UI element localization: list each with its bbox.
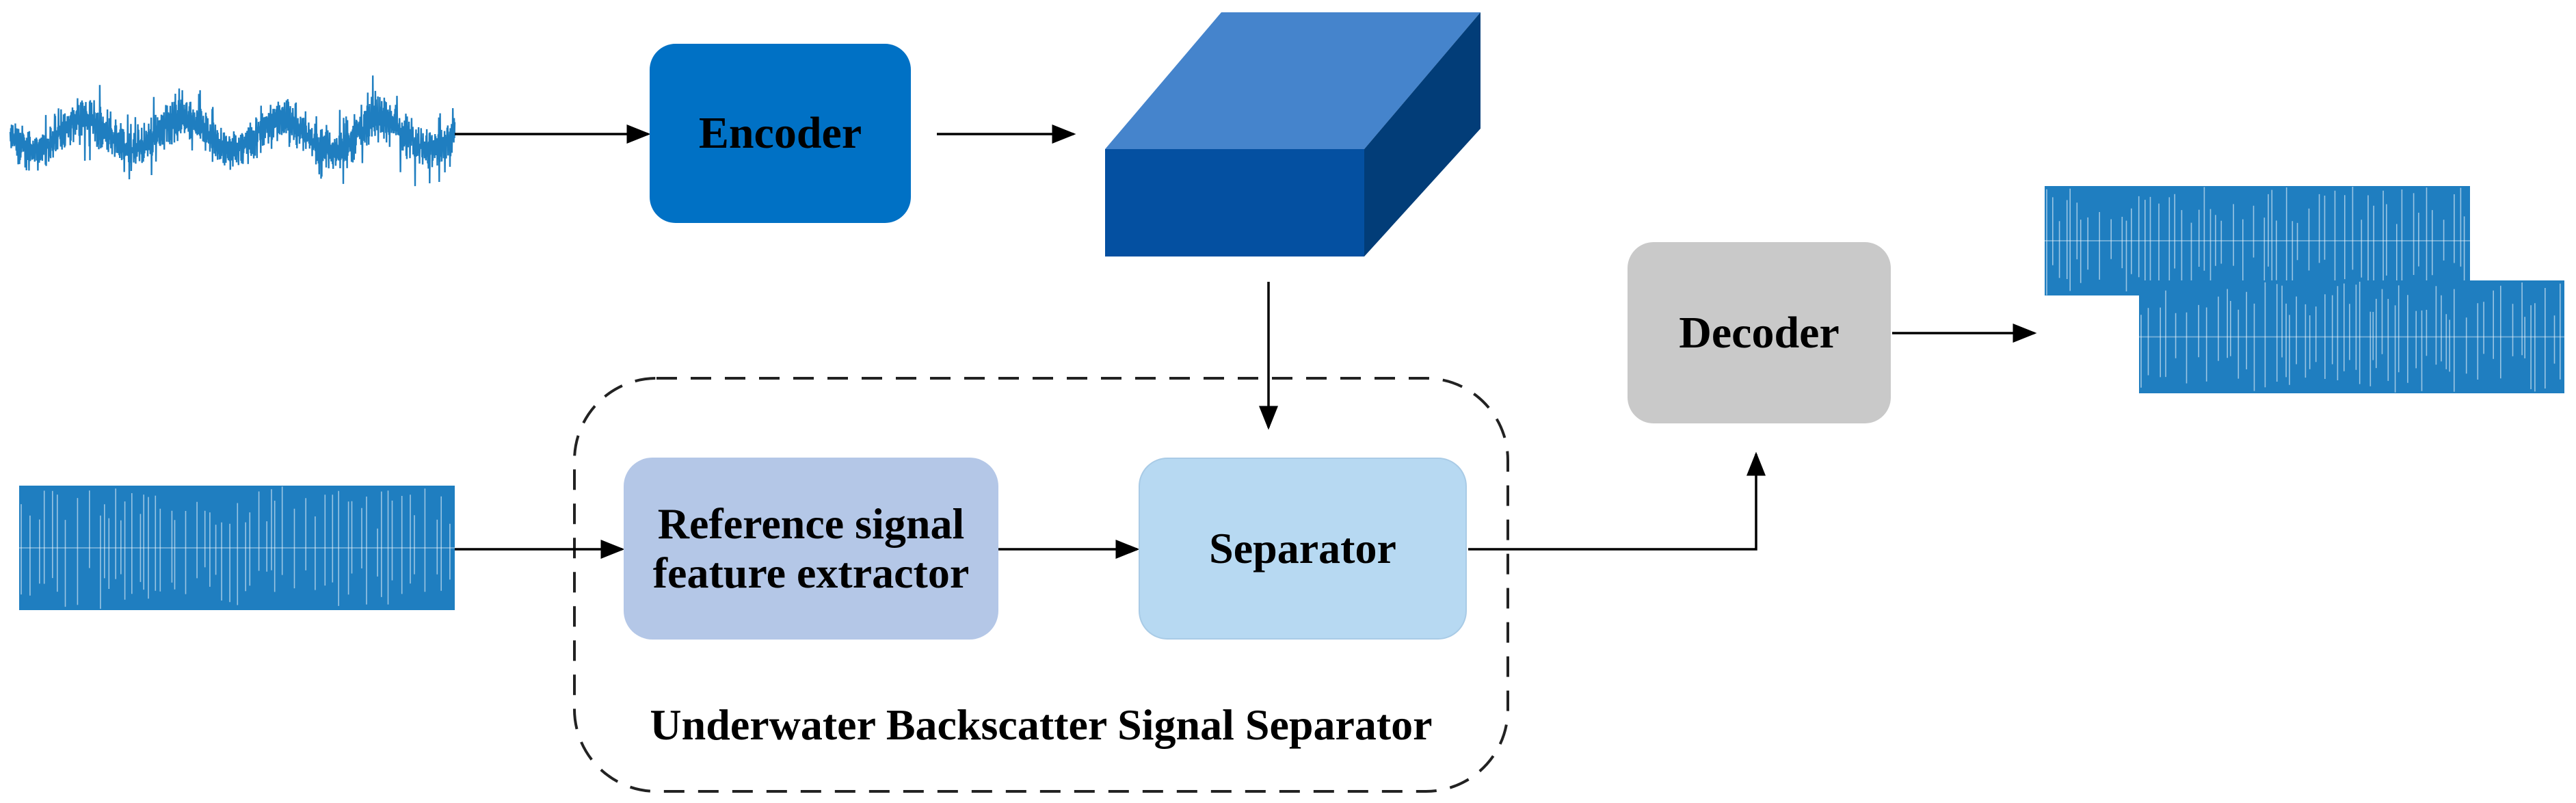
separator-block: Separator xyxy=(1139,458,1467,640)
cube-top-face xyxy=(1105,12,1480,149)
separator-group-boundary xyxy=(573,377,1509,793)
arrow-separator-to-decoder xyxy=(1468,451,1766,551)
output-waveform-1 xyxy=(2045,186,2470,295)
decoder-label: Decoder xyxy=(1679,307,1840,358)
reference-extractor-label-line2: feature extractor xyxy=(652,549,970,597)
encoder-block: Encoder xyxy=(650,44,911,223)
encoder-label: Encoder xyxy=(698,108,862,158)
arrows xyxy=(455,124,2037,559)
decoder-block: Decoder xyxy=(1628,242,1891,423)
separated-waveforms-icon xyxy=(2045,186,2564,393)
feature-tensor-cube-icon xyxy=(1105,12,1480,256)
backscatter-waveform-icon xyxy=(19,486,455,610)
cube-side-face xyxy=(1364,12,1480,256)
noisy-waveform-icon xyxy=(9,75,456,187)
separator-group-label: Underwater Backscatter Signal Separator xyxy=(650,700,1433,749)
separator-label: Separator xyxy=(1209,524,1396,572)
reference-extractor-label-line1: Reference signal xyxy=(657,499,965,548)
cube-front-face xyxy=(1105,149,1364,256)
output-waveform-2 xyxy=(2139,280,2564,393)
reference-feature-extractor-block: Reference signal feature extractor xyxy=(624,458,998,640)
